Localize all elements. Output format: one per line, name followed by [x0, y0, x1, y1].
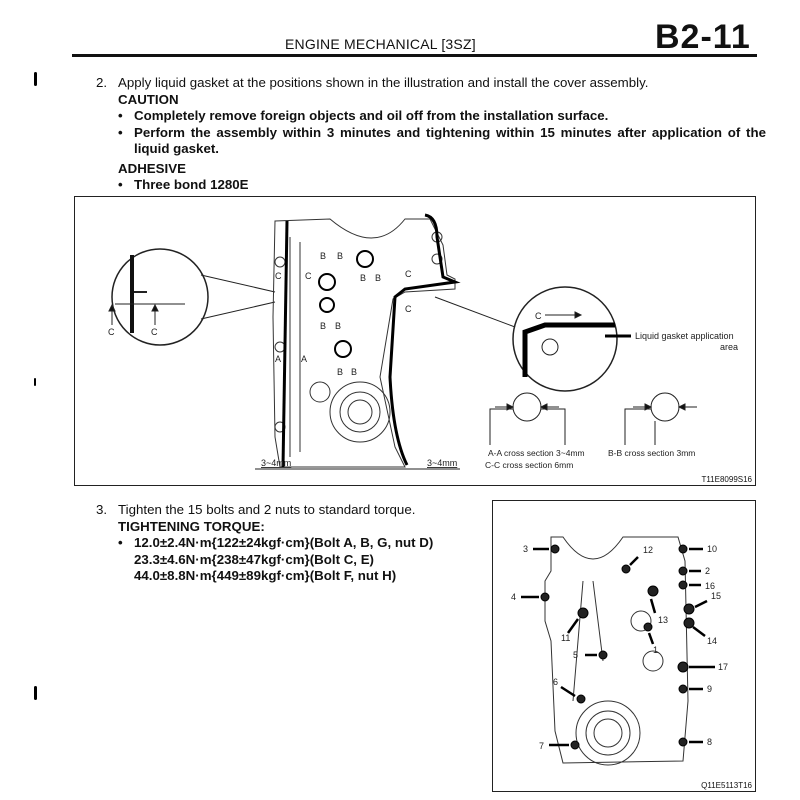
- step-number: 2.: [96, 75, 108, 90]
- svg-text:B: B: [351, 367, 357, 377]
- timing-cover-outline: [272, 218, 456, 468]
- timing-cover-outline: [544, 536, 689, 766]
- bolt-arrows: [521, 547, 715, 747]
- bolt-location-illustration: 3 10 12 2 16 15 4 13 14 11 1 5 17 6 9 7 …: [511, 536, 728, 766]
- svg-text:14: 14: [707, 636, 717, 646]
- adhesive-heading: ADHESIVE: [118, 160, 186, 176]
- svg-text:C: C: [305, 271, 312, 281]
- svg-text:6: 6: [553, 677, 558, 687]
- page-number: B2-11: [655, 18, 751, 56]
- svg-text:9: 9: [707, 684, 712, 694]
- torque-heading: TIGHTENING TORQUE:: [118, 518, 265, 534]
- bolt-b-markers: [318, 250, 374, 358]
- header-divider: [72, 54, 757, 57]
- svg-text:B: B: [375, 273, 381, 283]
- svg-text:B: B: [320, 251, 326, 261]
- svg-text:7: 7: [539, 741, 544, 751]
- svg-text:C: C: [405, 304, 412, 314]
- cc-section-label: C-C cross section 6mm: [485, 460, 573, 470]
- svg-text:B: B: [337, 251, 343, 261]
- svg-text:B: B: [337, 367, 343, 377]
- step-3: 3. Tighten the 15 bolts and 2 nuts to st…: [96, 502, 476, 585]
- binder-hole-mark: [34, 378, 36, 386]
- adhesive-item: •Three bond 1280E: [118, 177, 249, 192]
- caution-heading: CAUTION: [118, 91, 179, 107]
- svg-text:C: C: [108, 327, 115, 337]
- bolt-number-labels: 3 10 12 2 16 15 4 13 14 11 1 5 17 6 9 7 …: [511, 544, 728, 751]
- svg-text:A: A: [301, 354, 307, 364]
- aa-section-label: A-A cross section 3~4mm: [488, 448, 585, 458]
- svg-text:C: C: [535, 311, 542, 321]
- cross-section-b-b: [624, 392, 697, 445]
- step-text: Tighten the 15 bolts and 2 nuts to stand…: [118, 502, 416, 517]
- svg-text:11: 11: [561, 633, 570, 643]
- torque-spec: 44.0±8.8N·m{449±89kgf·cm}(Bolt F, nut H): [134, 568, 397, 583]
- caution-item: •Perform the assembly within 3 minutes a…: [118, 124, 766, 157]
- bolt-tightening-figure: 3 10 12 2 16 15 4 13 14 11 1 5 17 6 9 7 …: [492, 500, 756, 792]
- dimension-left: 3~4mm: [261, 458, 291, 468]
- svg-text:2: 2: [705, 566, 710, 576]
- gasket-line: [281, 213, 461, 468]
- svg-text:12: 12: [643, 545, 653, 555]
- svg-text:8: 8: [707, 737, 712, 747]
- cross-section-a-a: [489, 392, 566, 445]
- svg-text:C: C: [151, 327, 158, 337]
- svg-text:10: 10: [707, 544, 717, 554]
- torque-spec: •12.0±2.4N·m{122±24kgf·cm}(Bolt A, B, G,…: [118, 535, 434, 550]
- dimension-right: 3~4mm: [427, 458, 457, 468]
- svg-text:C: C: [275, 271, 282, 281]
- torque-spec: 23.3±4.6N·m{238±47kgf·cm}(Bolt C, E): [134, 551, 374, 567]
- svg-text:13: 13: [658, 615, 668, 625]
- legend-label: Liquid gasket application: [635, 331, 734, 341]
- binder-hole-mark: [34, 686, 37, 700]
- svg-text:3: 3: [523, 544, 528, 554]
- svg-text:B: B: [320, 321, 326, 331]
- step-2: 2. Apply liquid gasket at the positions …: [96, 75, 766, 194]
- svg-text:A: A: [275, 354, 281, 364]
- detail-c-c-right-callout: C: [434, 286, 618, 392]
- bolt-markers: [540, 544, 695, 750]
- step-text: Apply liquid gasket at the positions sho…: [118, 75, 649, 90]
- svg-text:B: B: [335, 321, 341, 331]
- svg-text:4: 4: [511, 592, 516, 602]
- svg-text:area: area: [720, 342, 738, 352]
- svg-text:1: 1: [653, 645, 658, 655]
- figure-code: T11E8099S16: [701, 475, 752, 484]
- svg-text:5: 5: [573, 650, 578, 660]
- svg-text:17: 17: [718, 662, 728, 672]
- caution-item: •Completely remove foreign objects and o…: [118, 108, 609, 123]
- bb-section-label: B-B cross section 3mm: [608, 448, 695, 458]
- svg-text:15: 15: [711, 591, 721, 601]
- step-number: 3.: [96, 502, 108, 517]
- detail-c-c-callout: C C: [108, 248, 276, 346]
- svg-text:B: B: [360, 273, 366, 283]
- binder-hole-mark: [34, 72, 37, 86]
- figure-code: Q11E5113T16: [701, 781, 752, 790]
- svg-text:16: 16: [705, 581, 715, 591]
- svg-text:C: C: [405, 269, 412, 279]
- section-title: ENGINE MECHANICAL [3SZ]: [285, 36, 476, 52]
